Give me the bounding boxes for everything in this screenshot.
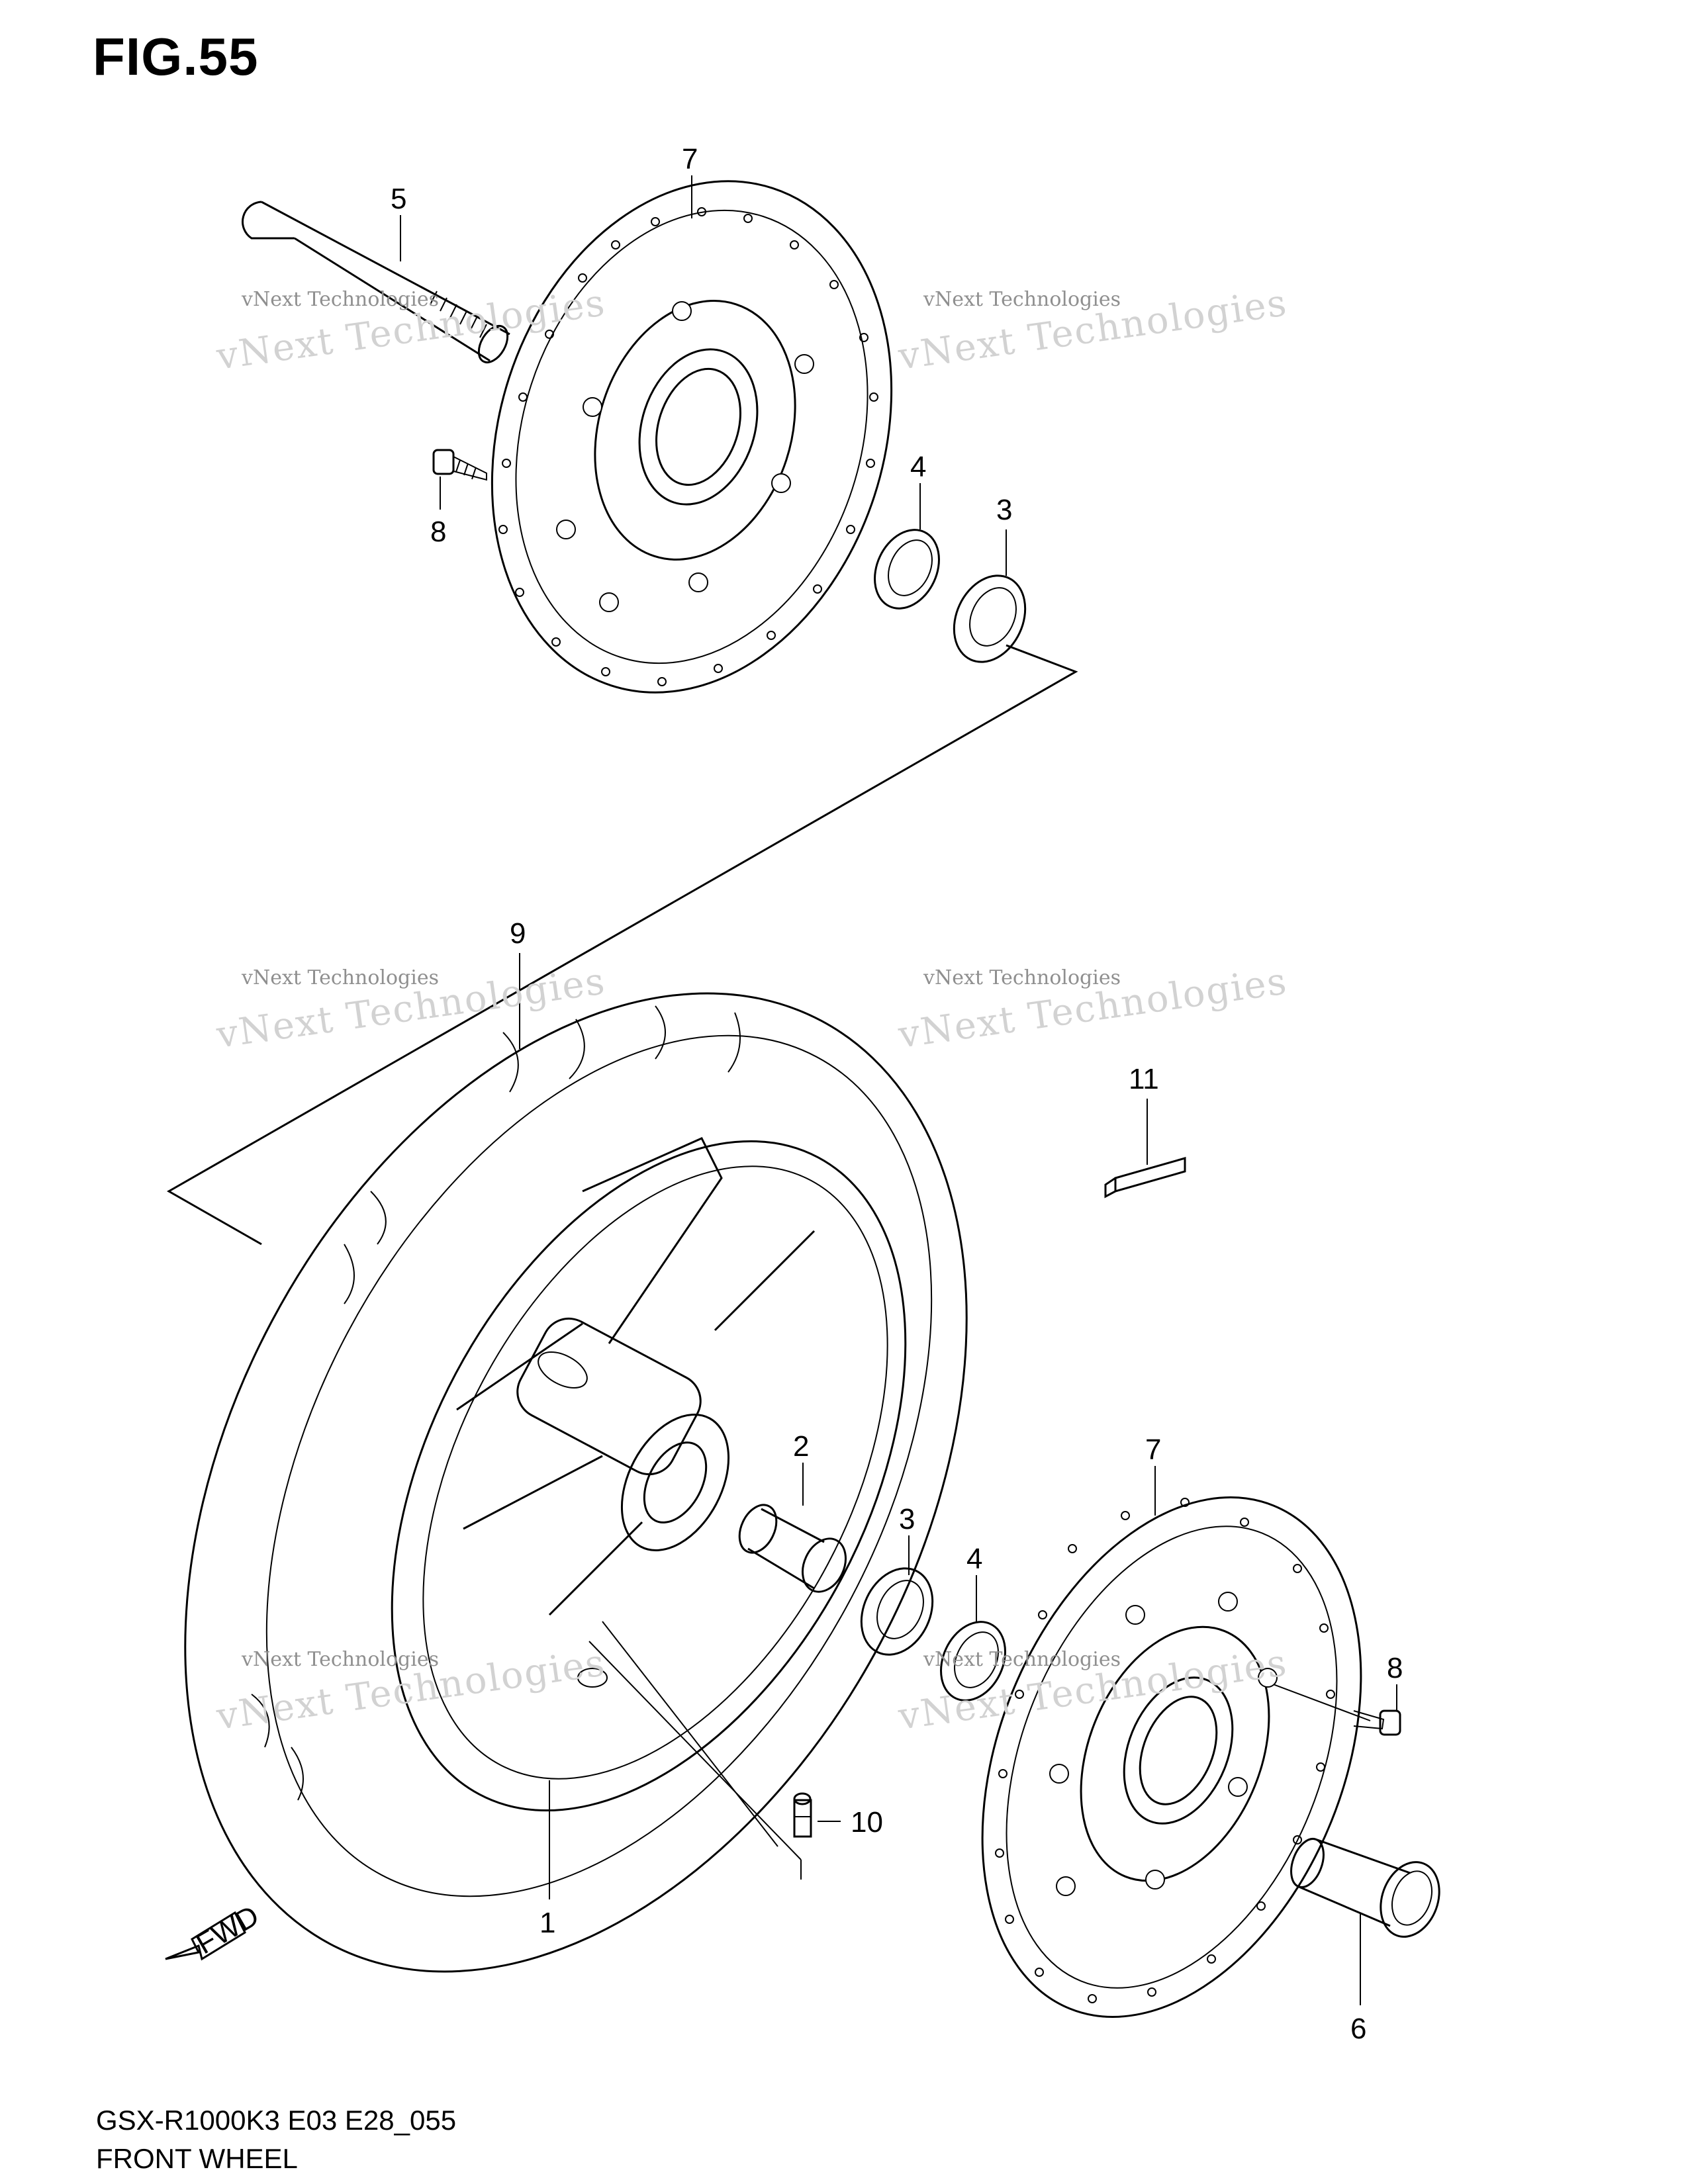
front-axle — [242, 201, 510, 363]
callout-2: 2 — [793, 1430, 809, 1463]
callout-8-upper: 8 — [430, 516, 446, 548]
disc-bolt-lower — [1353, 1709, 1401, 1736]
wheel-spacer — [738, 1504, 847, 1593]
callout-5: 5 — [391, 183, 406, 215]
callout-7-upper: 7 — [682, 143, 698, 175]
fwd-arrow-icon: FWD — [165, 1899, 264, 1961]
callout-8-lower: 8 — [1387, 1652, 1403, 1684]
callout-6: 6 — [1350, 2013, 1366, 2045]
callout-1: 1 — [539, 1907, 555, 1939]
oil-seal-upper — [874, 529, 940, 610]
callout-3-lower: 3 — [899, 1503, 915, 1535]
front-tire — [184, 992, 968, 1973]
wheel-rim — [391, 1137, 907, 1812]
callout-4-lower: 4 — [966, 1543, 982, 1575]
callout-11: 11 — [1129, 1063, 1159, 1095]
callout-leader-lines — [400, 175, 1397, 2005]
assembly-guide-lines — [166, 644, 1371, 1880]
oil-seal-lower — [940, 1621, 1006, 1702]
diagram-name: FRONT WHEEL — [96, 2143, 298, 2174]
bearing-lower — [860, 1567, 934, 1656]
balancer-weight — [1104, 1157, 1186, 1199]
callout-numbers: 7 5 8 4 3 9 11 2 3 4 7 8 10 1 6 — [391, 143, 1403, 2045]
bearing-upper — [953, 574, 1027, 663]
fwd-arrow-label: FWD — [191, 1899, 264, 1961]
callout-3-upper: 3 — [996, 494, 1012, 526]
disc-bolt-upper — [432, 449, 487, 481]
figure-title: FIG.55 — [93, 27, 259, 86]
model-code: GSX-R1000K3 E03 E28_055 — [96, 2105, 457, 2136]
brake-disc-lower — [981, 1496, 1362, 2018]
tire-valve — [793, 1792, 812, 1838]
callout-4-upper: 4 — [910, 451, 926, 483]
axle-collar — [1290, 1838, 1440, 1938]
callout-7-lower: 7 — [1145, 1433, 1161, 1466]
brake-disc-upper — [491, 180, 893, 694]
callout-10: 10 — [851, 1806, 883, 1839]
callout-9: 9 — [510, 917, 526, 950]
